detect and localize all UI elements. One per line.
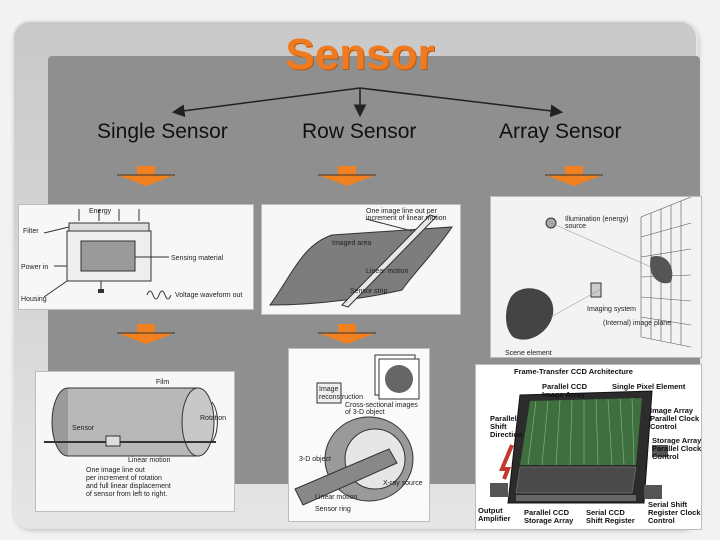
scene-label: Scene element — [505, 350, 552, 357]
line-out-label-1: One image line out per — [366, 208, 437, 215]
serial-ccd-label-2: Shift Register — [586, 516, 635, 525]
array-sensor-diagram: Illumination (energy) source Imaging sys… — [490, 196, 702, 358]
recon-label-2: reconstruction — [319, 394, 363, 401]
down-arrow-icon — [117, 324, 175, 344]
parallel-ccd-label-2: Image Array — [542, 390, 586, 399]
linear-motion-label: Linear motion — [128, 457, 171, 464]
sensor-label: Sensor — [72, 425, 95, 432]
storage-clock-label-3: Control — [652, 452, 679, 461]
sensor-strip-label: Sensor strip — [350, 288, 387, 295]
ccd-title: Frame-Transfer CCD Architecture — [514, 367, 633, 376]
output-amp-label-2: Amplifier — [478, 514, 511, 523]
cross-label-1: Cross-sectional images — [345, 402, 418, 409]
ccd-architecture-diagram: Frame-Transfer CCD Architecture Single P… — [475, 364, 702, 530]
down-arrow-icon — [545, 166, 603, 186]
note-line-1: One image line out — [86, 467, 145, 474]
filter-label: Filter — [23, 228, 39, 235]
linear-motion-label: Linear motion — [366, 268, 409, 275]
serial-clock-label-3: Control — [648, 516, 675, 525]
voltage-label: Voltage waveform out — [175, 292, 242, 299]
sensing-material-label: Sensing material — [171, 255, 224, 262]
note-line-3: and full linear displacement — [86, 483, 171, 490]
parallel-storage-label-2: Storage Array — [524, 516, 574, 525]
down-arrow-icon — [318, 166, 376, 186]
recon-label-1: Image — [319, 386, 339, 393]
housing-label: Housing — [21, 296, 47, 303]
label-row-sensor: Row Sensor — [302, 120, 416, 144]
note-line-2: per increment of rotation — [86, 475, 162, 482]
down-arrow-icon — [117, 166, 175, 186]
image-plane-label: (Internal) image plane — [603, 320, 671, 327]
label-array-sensor: Array Sensor — [499, 120, 622, 144]
film-label: Film — [156, 379, 169, 386]
sensor-ring-diagram: Image reconstruction Cross-sectional ima… — [288, 348, 430, 522]
line-out-label-2: increment of linear motion — [366, 215, 447, 222]
down-arrow-icon — [318, 324, 376, 344]
illumination-label-2: source — [565, 223, 586, 230]
ring-label: Sensor ring — [315, 506, 351, 513]
note-line-4: of sensor from left to right. — [86, 491, 167, 498]
xray-label: X-ray source — [383, 480, 423, 487]
row-sensor-diagram: One image line out per increment of line… — [261, 204, 461, 315]
power-label: Power in — [21, 264, 48, 271]
slide-title: Sensor — [0, 30, 720, 80]
image-clock-label-3: Control — [650, 422, 677, 431]
imaged-area-label: Imaged area — [332, 240, 371, 247]
rotation-label: Rotation — [200, 415, 226, 422]
cross-label-2: of 3-D object — [345, 409, 385, 416]
energy-label: Energy — [89, 208, 112, 215]
object-label: 3-D object — [299, 456, 331, 463]
imaging-label: Imaging system — [587, 306, 636, 313]
single-pixel-label: Single Pixel Element — [612, 382, 686, 391]
film-drum-diagram: Film Sensor Rotation Linear motion One i… — [35, 371, 235, 512]
illumination-label-1: Illumination (energy) — [565, 216, 628, 223]
parallel-shift-label-3: Direction — [490, 430, 523, 439]
linear-label: Linear motion — [315, 494, 358, 501]
single-sensor-diagram: Energy Filter Power in Sensing material … — [18, 204, 254, 310]
label-single-sensor: Single Sensor — [97, 120, 228, 144]
